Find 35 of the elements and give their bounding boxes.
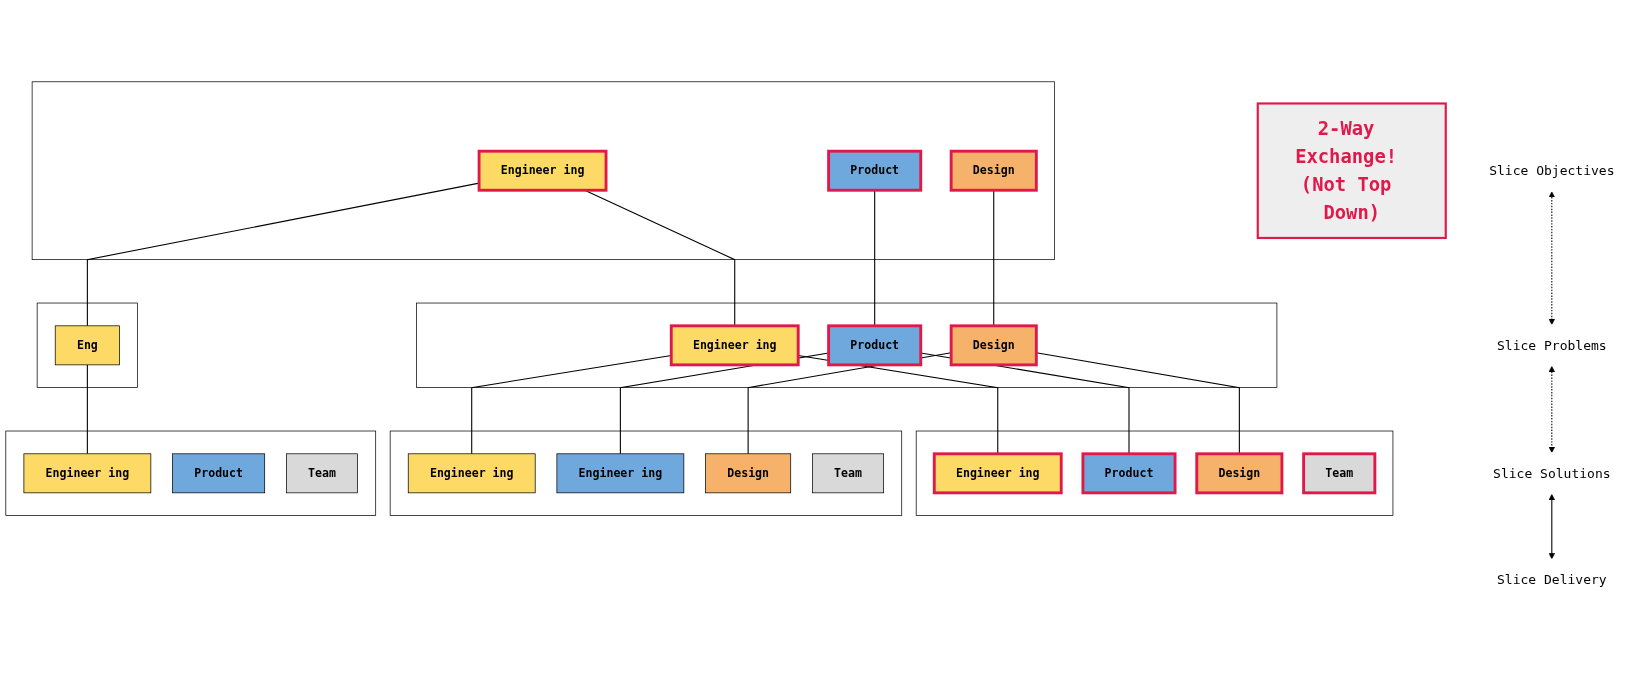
cluster: [5, 430, 377, 516]
node-box: 2-Way Exchange! (Not Top Down): [1256, 102, 1447, 240]
arrow: [1548, 493, 1555, 560]
node-box: Product: [827, 324, 923, 367]
node-text: Slice Problems: [1496, 337, 1607, 353]
node-text: Slice Objectives: [1489, 163, 1615, 179]
node-box: Engineer ing: [669, 324, 800, 367]
cluster: [416, 302, 1278, 388]
node-box: Eng: [54, 325, 120, 366]
node-box: Product: [1081, 452, 1177, 495]
arrow: [1548, 191, 1555, 325]
cluster: [389, 430, 903, 516]
connector: [86, 364, 88, 455]
cluster: [36, 302, 138, 388]
node-box: Engineer ing: [932, 452, 1063, 495]
node-box: Engineer ing: [477, 149, 608, 192]
node-box: Design: [949, 324, 1038, 367]
node-box: Engineer ing: [556, 453, 685, 494]
node-box: Design: [1195, 452, 1284, 495]
node-box: Team: [1302, 452, 1377, 495]
node-text: Slice Solutions: [1493, 465, 1611, 481]
connector: [86, 182, 480, 327]
cluster: [915, 430, 1394, 516]
connector: [471, 355, 672, 455]
node-box: Product: [172, 453, 266, 494]
arrow: [1548, 365, 1555, 453]
node-box: Product: [827, 149, 923, 192]
node-box: Team: [286, 453, 358, 494]
node-box: Team: [812, 453, 884, 494]
node-box: Design: [949, 149, 1038, 192]
node-box: Engineer ing: [407, 453, 536, 494]
node-text: Slice Delivery: [1496, 572, 1607, 588]
cluster: [31, 81, 1055, 261]
node-box: Design: [705, 453, 792, 494]
node-box: Engineer ing: [23, 453, 152, 494]
